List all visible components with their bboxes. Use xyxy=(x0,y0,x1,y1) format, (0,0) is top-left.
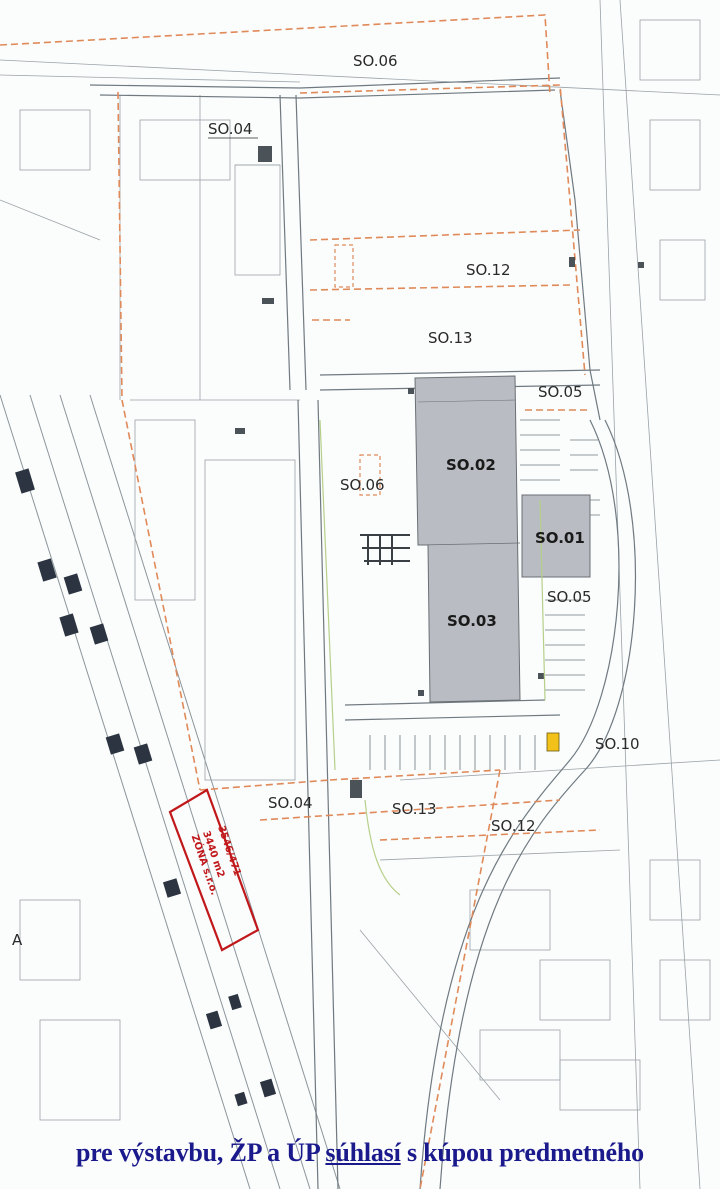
caption-underlined: súhlasí xyxy=(325,1138,401,1167)
label-so01: SO.01 xyxy=(535,529,585,547)
label-so04-bottom: SO.04 xyxy=(268,794,313,812)
label-so04-top: SO.04 xyxy=(208,120,253,138)
loading-docks xyxy=(360,534,410,565)
label-so05-top: SO.05 xyxy=(538,383,583,401)
label-so02: SO.02 xyxy=(446,456,496,474)
small-objects xyxy=(235,146,644,798)
label-so12-top: SO.12 xyxy=(466,261,511,279)
label-so12-bottom: SO.12 xyxy=(491,817,536,835)
building-labels: SO.06 SO.04 SO.12 SO.13 SO.05 SO.02 SO.0… xyxy=(12,52,640,949)
caption-text: pre výstavbu, ŽP a ÚP súhlasí s kúpou pr… xyxy=(0,1138,720,1178)
label-so03: SO.03 xyxy=(447,612,497,630)
label-so13-top: SO.13 xyxy=(428,329,473,347)
label-so13-bottom: SO.13 xyxy=(392,800,437,818)
label-so05-mid: SO.05 xyxy=(547,588,592,606)
parking-stalls xyxy=(369,419,600,770)
label-so06-top: SO.06 xyxy=(353,52,398,70)
caption-part1: pre výstavbu, ŽP a ÚP xyxy=(76,1138,326,1167)
so10-marker xyxy=(546,732,560,752)
side-letter: A xyxy=(12,931,23,949)
site-boundary xyxy=(0,14,601,1189)
caption-part2: s kúpou predmetného xyxy=(400,1138,644,1167)
access-road xyxy=(89,77,636,1189)
label-so06-mid: SO.06 xyxy=(340,476,385,494)
green-strips xyxy=(319,419,546,896)
rail-blocks xyxy=(15,468,277,1107)
rail-corridor xyxy=(0,394,341,1189)
main-building xyxy=(414,375,591,703)
label-so10: SO.10 xyxy=(595,735,640,753)
small-boundary-boxes xyxy=(334,244,381,496)
